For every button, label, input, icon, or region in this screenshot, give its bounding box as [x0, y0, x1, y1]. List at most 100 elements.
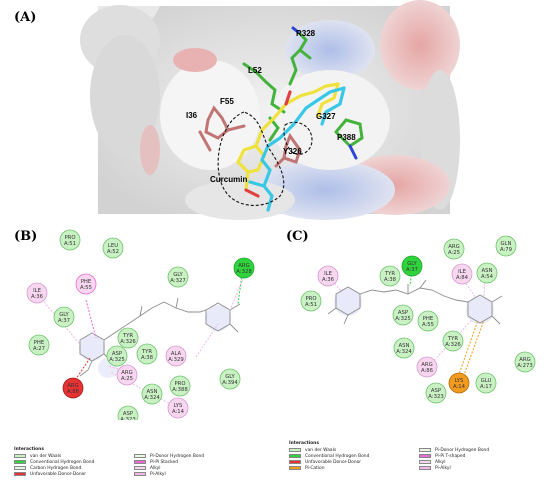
residue-label: GLN [500, 241, 511, 247]
legend-c-item: Pi-Alkyl [419, 465, 489, 471]
residue-label: A:328 [236, 269, 252, 275]
residue-bubble [442, 330, 464, 352]
residue-label: A:38 [141, 355, 154, 361]
struct-label-i36: I36 [186, 111, 198, 120]
legend-b-title: Interactions [14, 447, 44, 452]
legend-c-item: van der Waals [289, 447, 419, 453]
residue-bubble [379, 265, 401, 287]
residue-label: PHE [34, 340, 45, 346]
residue-label: A:86 [67, 389, 80, 395]
residue-bubble [317, 265, 339, 287]
residue-bubble [75, 273, 97, 295]
residue-label: ASN [147, 389, 158, 395]
legend-b-item: Pi-Pi Stacked [134, 459, 204, 465]
residue-label: ASN [482, 268, 493, 274]
residue-label: A:37 [58, 318, 70, 324]
residue-label: A:388 [172, 387, 188, 393]
legend-c-title: Interactions [289, 441, 319, 446]
residue-label: ALA [171, 351, 182, 357]
legend-b-item: van der Waals [14, 453, 134, 459]
legend-c-item: Alkyl [419, 459, 489, 465]
residue-label: ASP [398, 310, 409, 316]
residue-label: LYS [455, 378, 464, 384]
residue-bubble [476, 262, 498, 284]
residue-bubble [219, 368, 241, 390]
legend-c-item: Pi-Donor Hydrogen Bond [419, 447, 489, 453]
residue-label: A:51 [64, 241, 76, 247]
residue-label: GLY [407, 261, 417, 267]
residue-label: ASP [112, 351, 123, 357]
residue-bubble [116, 364, 138, 386]
struct-label-p388: P388 [337, 133, 356, 142]
legend-c-item: Conventional Hydrogen Bond [289, 453, 419, 459]
residue-label: A:326 [445, 342, 461, 348]
legend-b-item: Conventional Hydrogen Bond [14, 459, 134, 465]
struct-label-f55: F55 [220, 97, 234, 106]
residue-bubble [495, 235, 517, 257]
legend-c-item: Pi-Cation [289, 465, 419, 471]
residue-bubble [136, 343, 158, 365]
struct-label-r328: R328 [296, 29, 316, 38]
residue-bubble [59, 229, 81, 251]
residue-label: TYR [122, 333, 133, 339]
residue-bubble [102, 237, 124, 259]
residue-label: A:324 [396, 349, 412, 355]
residue-bubble [169, 375, 191, 397]
residue-label: ARG [448, 244, 459, 250]
binding-pocket-outline [217, 111, 313, 206]
panel-b-legend: Interactions van der Waals Conventional … [14, 447, 214, 477]
residue-label: A:38 [384, 277, 397, 283]
residue-label: PRO [64, 235, 75, 241]
legend-b-item: Alkyl [134, 465, 204, 471]
residue-bubble [392, 304, 414, 326]
panel-c-interaction-lines [329, 267, 486, 384]
residue-label: PHE [423, 316, 434, 322]
residue-label: A:323 [120, 417, 135, 420]
residue-bubble [475, 372, 497, 394]
residue-bubble [117, 405, 139, 420]
residue-bubble [393, 337, 415, 359]
residue-label: A:17 [480, 384, 492, 390]
struct-label-g327: G327 [316, 112, 336, 121]
residue-label: A:84 [456, 275, 469, 281]
residue-label: A:51 [305, 302, 317, 308]
residue-label: ILE [458, 269, 467, 275]
residue-label: A:55 [422, 322, 434, 328]
legend-c-item: Pi-Pi T-shaped [419, 453, 489, 459]
residue-label: GLU [481, 378, 492, 384]
residue-label: A:325 [109, 357, 124, 363]
residue-label: ILE [33, 288, 42, 294]
residue-label: A:325 [395, 316, 410, 322]
residue-bubble [417, 310, 439, 332]
residue-label: PRO [305, 296, 316, 302]
residue-label: A:394 [222, 380, 238, 386]
residue-label: LYS [174, 403, 183, 409]
residue-label: ARG [238, 263, 249, 269]
residue-label: A:327 [170, 278, 185, 284]
residue-bubble [451, 263, 473, 285]
residue-label: A:27 [33, 346, 45, 352]
residue-label: A:329 [168, 357, 183, 363]
protein-surface [80, 0, 460, 220]
residue-label: A:273 [517, 363, 532, 369]
